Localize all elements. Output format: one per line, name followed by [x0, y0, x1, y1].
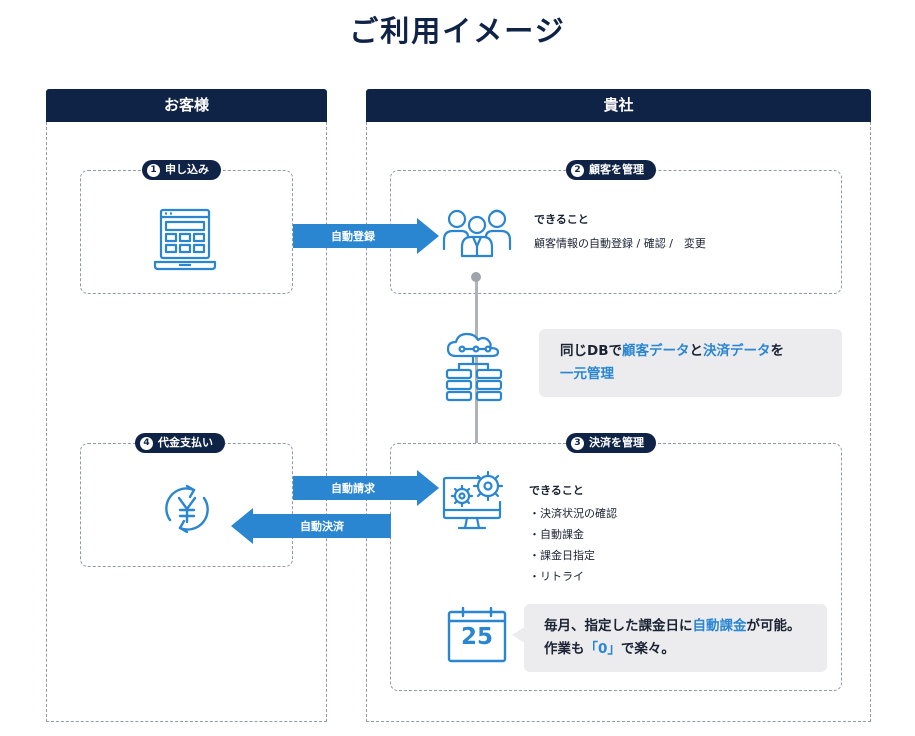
auto-billing-label: 自動請求 — [331, 482, 375, 495]
db-callout-highlight-customer-data: 顧客データ — [622, 343, 690, 359]
db-callout-highlight-unified: 一元管理 — [560, 366, 614, 382]
monitor-gears-icon — [442, 470, 504, 530]
billing-callout-line2: 作業も「0」で楽々。 — [544, 638, 675, 661]
step2-badge: 2 顧客を管理 — [566, 160, 656, 180]
billing-callout-highlight-zero: 「0」 — [584, 641, 621, 657]
billing-callout-text: 作業も — [544, 641, 585, 657]
payment-mgmt-item: ・リトライ — [529, 570, 584, 583]
customers-icon — [442, 209, 512, 258]
yen-cycle-icon — [165, 484, 209, 534]
db-callout-text: 同じDBで — [560, 343, 622, 359]
step2-label: 顧客を管理 — [589, 163, 644, 176]
company-column-header: 貴社 — [366, 89, 871, 122]
calendar-day: 25 — [460, 624, 493, 650]
payment-mgmt-item: ・課金日指定 — [529, 549, 595, 562]
step1-number: 1 — [147, 164, 160, 177]
page-title: ご利用イメージ — [349, 14, 566, 48]
auto-register-label: 自動登録 — [331, 230, 375, 243]
step4-box — [80, 443, 293, 567]
auto-billing-arrow — [293, 470, 439, 506]
cloud-database-icon — [445, 332, 503, 402]
step1-badge: 1 申し込み — [142, 160, 221, 180]
billing-callout-highlight-auto-billing: 自動課金 — [692, 618, 747, 634]
db-callout-highlight-payment-data: 決済データ — [703, 343, 771, 359]
step4-number: 4 — [140, 437, 153, 450]
customer-column: お客様 — [46, 89, 327, 722]
db-callout-text: を — [770, 343, 785, 359]
db-callout-line2: 一元管理 — [560, 363, 614, 386]
billing-callout-pointer — [512, 626, 526, 644]
step4-label: 代金支払い — [158, 436, 213, 449]
db-callout-text: と — [689, 343, 704, 359]
billing-callout-text: 毎月、指定した課金日に — [544, 618, 693, 634]
billing-callout — [524, 604, 827, 672]
billing-callout-text: が可能。 — [746, 618, 801, 634]
billing-callout-line1: 毎月、指定した課金日に自動課金が可能。 — [544, 615, 801, 638]
auto-settlement-label: 自動決済 — [300, 520, 344, 533]
customer-mgmt-heading: できること — [534, 213, 589, 226]
step2-number: 2 — [571, 164, 584, 177]
step4-badge: 4 代金支払い — [135, 433, 225, 453]
step1-label: 申し込み — [165, 163, 209, 176]
step3-badge: 3 決済を管理 — [566, 433, 656, 453]
db-callout-line1: 同じDBで顧客データと決済データを — [560, 340, 784, 363]
auto-settlement-arrow — [231, 508, 391, 544]
db-callout — [539, 329, 842, 397]
step1-box — [80, 170, 293, 294]
auto-register-arrow — [293, 218, 439, 254]
billing-callout-text: で楽々。 — [620, 641, 675, 657]
company-column: 貴社 — [366, 89, 871, 722]
step3-number: 3 — [571, 437, 584, 450]
connector-dot-top — [471, 272, 481, 282]
customer-column-header: お客様 — [46, 89, 327, 122]
payment-mgmt-item: ・決済状況の確認 — [529, 507, 617, 520]
laptop-form-icon — [153, 208, 217, 271]
step3-label: 決済を管理 — [589, 436, 644, 449]
customer-mgmt-detail: 顧客情報の自動登録 / 確認 / 変更 — [534, 237, 706, 250]
payment-mgmt-heading: できること — [529, 484, 584, 497]
calendar-icon — [447, 607, 507, 663]
payment-mgmt-item: ・自動課金 — [529, 528, 584, 541]
